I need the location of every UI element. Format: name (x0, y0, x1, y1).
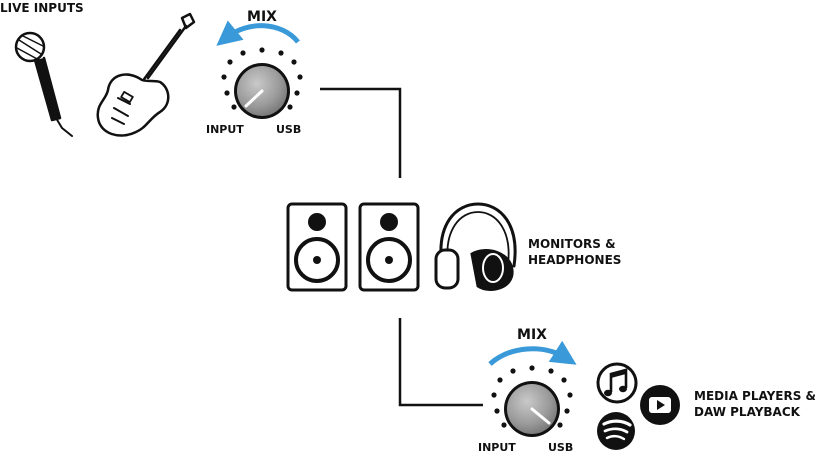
top-knob-dots (221, 47, 303, 110)
guitar-icon (96, 12, 196, 137)
bottom-input-label: INPUT (478, 441, 516, 454)
top-mix-knob[interactable] (221, 47, 303, 119)
bottom-knob-dots (491, 365, 573, 428)
spotify-icon (597, 412, 635, 450)
headphones-icon (434, 202, 517, 291)
live-inputs-label: LIVE INPUTS (0, 1, 84, 15)
bottom-mix-knob[interactable] (491, 365, 573, 437)
top-connector-line (320, 87, 402, 178)
media-label-line1: MEDIA PLAYERS & (694, 389, 815, 403)
mix-arrow-right (488, 340, 577, 366)
monitor-speaker-left-icon (286, 202, 348, 292)
monitors-label-line2: HEADPHONES (528, 253, 621, 267)
bottom-connector-line (398, 318, 483, 407)
microphone-icon (14, 31, 73, 137)
bottom-usb-label: USB (548, 441, 573, 454)
bottom-mix-label: MIX (517, 327, 547, 343)
video-play-icon (640, 385, 680, 425)
top-mix-label: MIX (247, 9, 277, 25)
mix-arrow-left (216, 20, 300, 46)
monitor-speaker-right-icon (358, 202, 420, 292)
monitors-label-line1: MONITORS & (528, 237, 616, 251)
top-usb-label: USB (276, 123, 301, 136)
bottom-knob-pointer (530, 407, 551, 425)
top-input-label: INPUT (206, 123, 244, 136)
media-label-line2: DAW PLAYBACK (694, 405, 801, 419)
music-note-icon (596, 362, 638, 404)
top-knob-pointer (244, 89, 264, 108)
